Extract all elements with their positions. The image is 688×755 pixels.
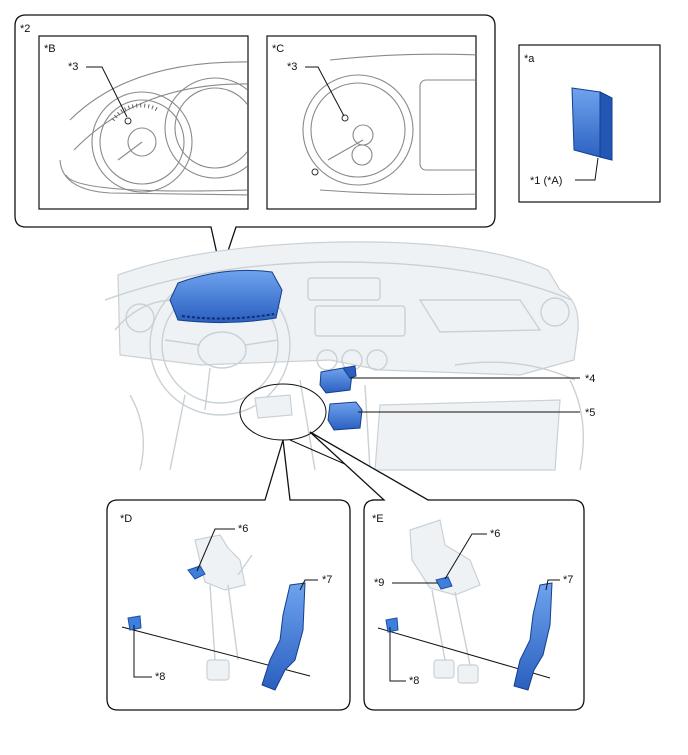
- label-d: *D: [120, 513, 132, 525]
- label-7-e: *7: [563, 574, 573, 586]
- part-7-d: [261, 582, 306, 691]
- label-a: *a: [524, 53, 535, 65]
- part-6-d: [187, 565, 206, 580]
- part-5: *5: [327, 401, 595, 431]
- part-8-d: [127, 615, 142, 631]
- panel-b-meter: *B *3: [38, 35, 249, 210]
- label-b: *B: [44, 43, 56, 55]
- label-1-a: *1 (*A): [530, 175, 562, 187]
- label-7-d: *7: [322, 574, 332, 586]
- combination-meter-highlight: [169, 269, 283, 324]
- label-c: *C: [272, 43, 284, 55]
- label-8-d: *8: [155, 671, 165, 683]
- panel-a-ecu: *a *1 (*A): [518, 44, 661, 203]
- callout-pedal-e: *E *6 *9 *7 *8: [309, 431, 585, 711]
- part-7-e: [513, 582, 553, 691]
- part-8-e: [385, 617, 399, 633]
- label-3-b: *3: [68, 61, 78, 73]
- label-2: *2: [20, 23, 30, 35]
- label-4: *4: [585, 373, 595, 385]
- label-e: *E: [372, 513, 384, 525]
- part-6-9-e: [435, 576, 453, 590]
- label-9: *9: [374, 577, 384, 589]
- label-6-e: *6: [490, 528, 500, 540]
- label-6-d: *6: [238, 523, 248, 535]
- label-8-e: *8: [409, 675, 419, 687]
- label-3-c: *3: [287, 61, 297, 73]
- callout-meter-views: *2 *B *3: [14, 14, 496, 275]
- callout-pedal-d: *D *6 *7 *8: [106, 439, 351, 711]
- dashboard-illustration: [104, 241, 584, 471]
- part-4: *4: [319, 365, 595, 394]
- panel-c-meter: *C *3: [266, 35, 477, 210]
- label-5: *5: [585, 407, 595, 419]
